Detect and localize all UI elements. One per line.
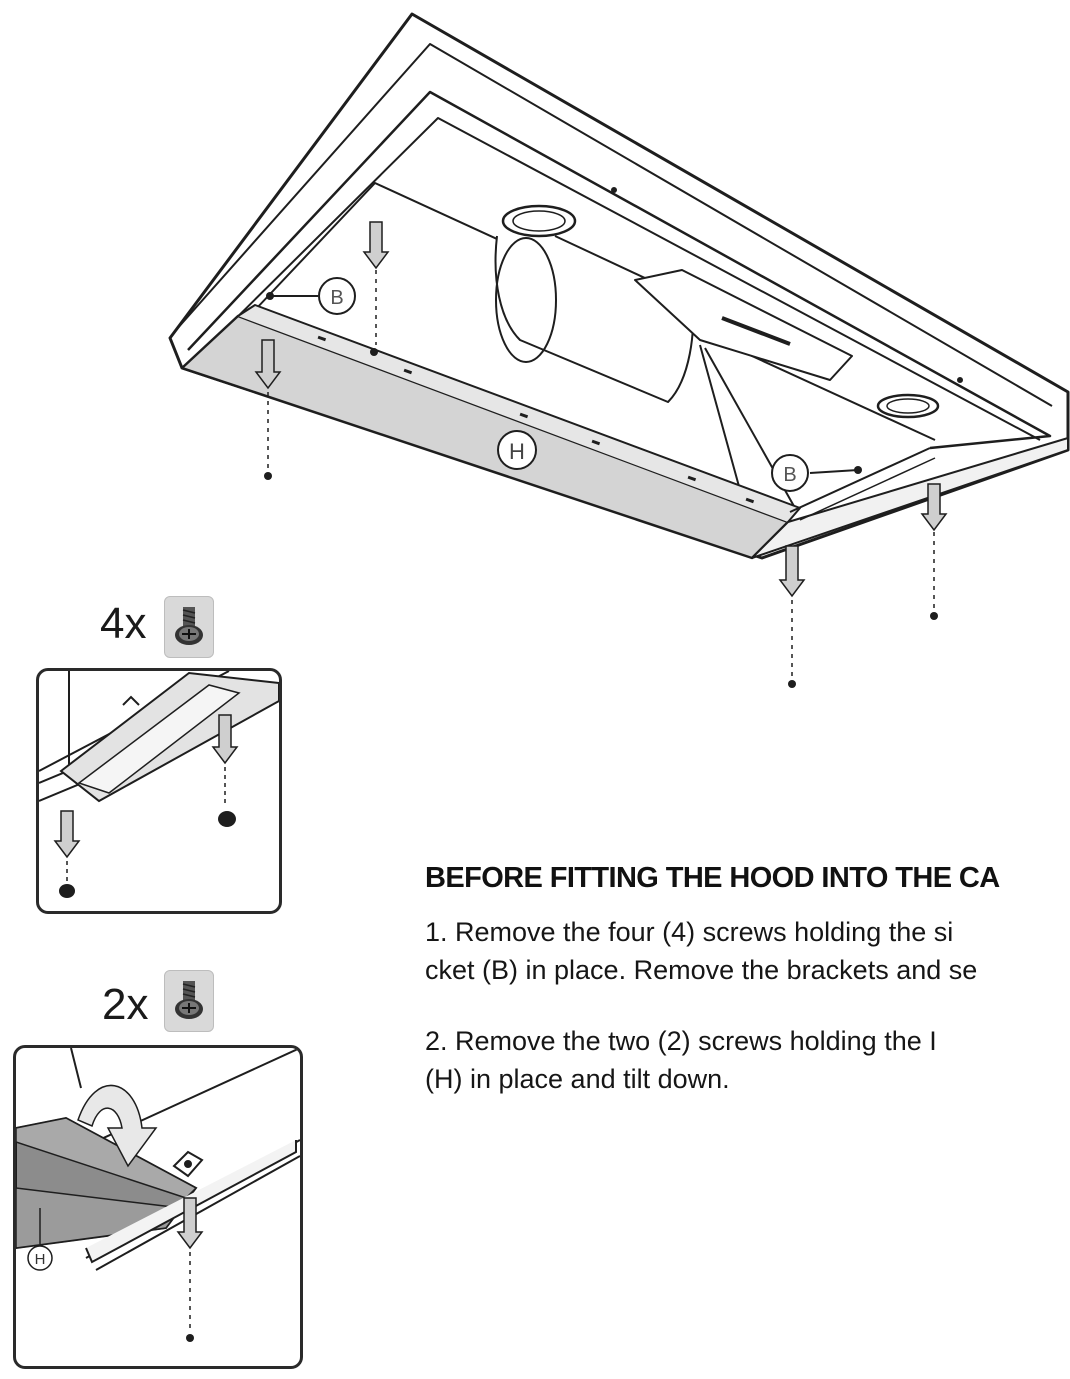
screw-icon xyxy=(164,596,214,658)
screw-icon xyxy=(186,1334,194,1342)
step-1-line-2: cket (B) in place. Remove the brackets a… xyxy=(425,955,978,985)
bracket-label-right: B xyxy=(771,454,809,492)
detail-panel-tilt: H xyxy=(13,1045,303,1369)
arrow-down-icon xyxy=(211,714,239,765)
bracket-label-left: B xyxy=(318,277,356,315)
instruction-step-2: 2. Remove the two (2) screws holding the… xyxy=(425,1022,937,1098)
svg-text:B: B xyxy=(330,287,343,309)
step-2-line-2: (H) in place and tilt down. xyxy=(425,1064,730,1094)
screw-icon xyxy=(930,612,938,620)
quantity-label-two: 2x xyxy=(102,980,149,1029)
step-2-line-1: 2. Remove the two (2) screws holding the… xyxy=(425,1026,937,1056)
screw-icon xyxy=(59,884,75,898)
arrow-down-icon xyxy=(254,339,282,390)
screw-icon xyxy=(218,811,236,827)
instruction-step-1: 1. Remove the four (4) screws holding th… xyxy=(425,913,977,989)
detail-panel-label: H xyxy=(27,1245,53,1271)
instructions-title: BEFORE FITTING THE HOOD INTO THE CA xyxy=(425,862,1000,894)
panel-label: H xyxy=(497,430,537,470)
arrow-down-icon xyxy=(920,483,948,532)
svg-text:H: H xyxy=(35,1251,46,1268)
arrow-down-icon xyxy=(53,810,81,859)
svg-text:B: B xyxy=(783,464,796,486)
screw-icon xyxy=(264,472,272,480)
arrow-down-icon xyxy=(176,1197,204,1250)
arrow-down-icon xyxy=(362,221,390,270)
screw-icon xyxy=(164,970,214,1032)
arrow-down-icon xyxy=(778,545,806,598)
step-1-line-1: 1. Remove the four (4) screws holding th… xyxy=(425,917,954,947)
quantity-label-four: 4x xyxy=(100,599,147,648)
svg-text:H: H xyxy=(509,439,525,464)
curved-arrow-icon xyxy=(77,1084,158,1168)
hood-main-illustration: B B H xyxy=(168,12,1070,688)
detail-bracket-screws xyxy=(36,668,282,914)
screw-icon xyxy=(788,680,796,688)
